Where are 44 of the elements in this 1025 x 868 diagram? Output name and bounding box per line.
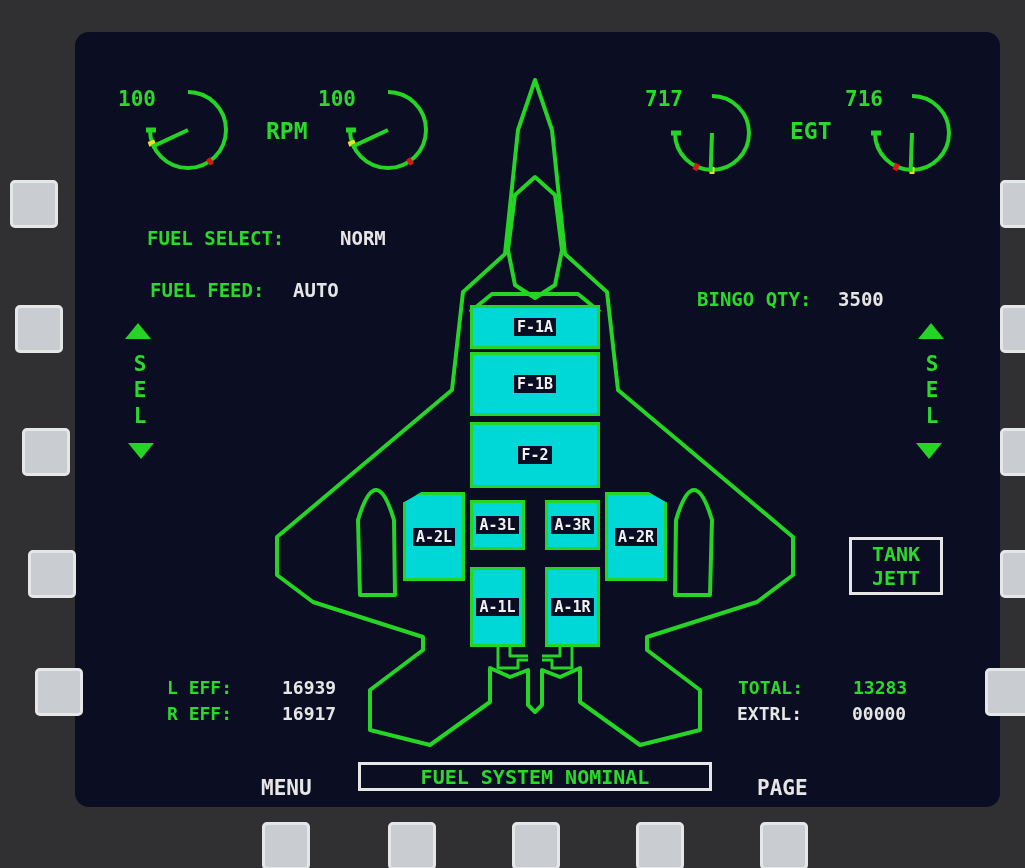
gauge-value: 100 [318,88,356,110]
fuel-tank [403,492,465,581]
select-label: SEL [129,352,151,430]
tank-label: A-2R [614,527,658,546]
tank-label: F-2 [518,446,552,464]
field-value: 16939 [282,677,337,699]
field-label: FUEL FEED: [150,279,265,301]
gauge-value: 100 [118,88,156,110]
tank-label: F-1B [513,375,557,393]
field-label: BINGO QTY: [697,288,812,310]
field-value: AUTO [293,279,339,301]
status-message-box: FUEL SYSTEM NOMINAL [358,762,712,791]
fuel-tank [470,422,600,488]
fuel-tank [470,352,600,416]
tank-label: A-2L [412,527,456,546]
fuel-tank [605,492,667,581]
field-label: R EFF: [167,703,233,725]
field-label: L EFF: [167,677,233,699]
fuel-tank [470,500,525,550]
tank-label: A-3L [476,516,519,534]
tank-label: A-1R [551,598,594,616]
tank-label: F-1A [513,318,557,336]
field-value: 13283 [853,677,908,699]
fuel-tank [470,567,525,647]
field-value: 00000 [852,703,907,725]
gauge-caption: RPM [266,120,308,142]
tank-label: A-1L [476,598,519,616]
menu-label: MENU [261,777,312,799]
field-label: EXTRL: [737,703,803,725]
field-label: TOTAL: [738,677,804,699]
fuel-tank [545,500,600,550]
fuel-tank [470,305,600,349]
field-value: 3500 [838,288,884,310]
fuel-tank [545,567,600,647]
gauge-value: 716 [845,88,883,110]
page-label: PAGE [757,777,808,799]
field-label: FUEL SELECT: [147,227,285,249]
gauge-value: 717 [645,88,683,110]
field-value: NORM [340,227,386,249]
field-value: 16917 [282,703,337,725]
tank-label: A-3R [551,516,594,534]
select-label: SEL [921,352,943,430]
tank-jettison-button: TANK JETT [849,537,943,595]
gauge-caption: EGT [790,120,832,142]
